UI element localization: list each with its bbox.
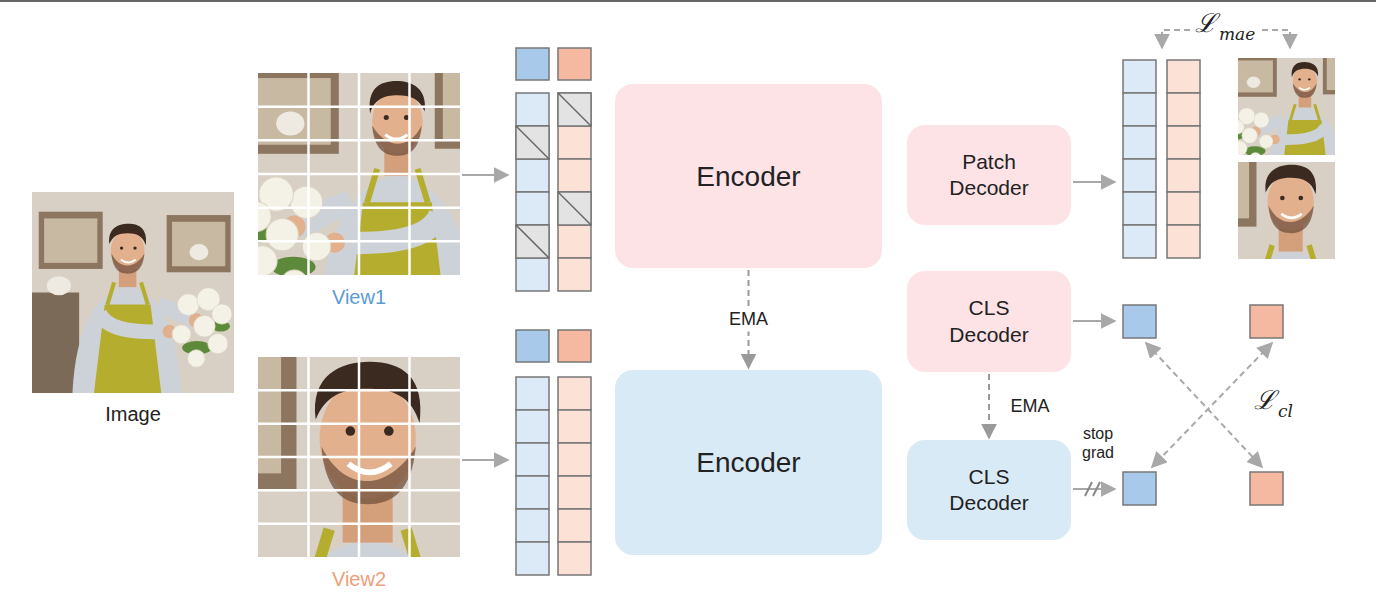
top-rule	[0, 0, 1376, 2]
process-box: Patch Decoder	[907, 125, 1071, 225]
token-column	[1123, 60, 1156, 258]
process-box: CLS Decoder	[907, 440, 1071, 540]
box-label: CLS Decoder	[934, 464, 1044, 517]
cls-embedding	[1250, 472, 1283, 505]
cls-embedding	[1250, 305, 1283, 338]
source-photo	[32, 192, 234, 394]
process-box: CLS Decoder	[907, 271, 1071, 372]
box-label: Encoder	[696, 159, 800, 194]
contrastive-link	[1146, 343, 1262, 467]
cls-token	[516, 330, 549, 362]
cls-token	[516, 48, 549, 80]
edge-label: EMA	[725, 307, 772, 332]
photo-frame: View1	[258, 73, 460, 275]
masked-token	[558, 192, 591, 225]
token-column	[1167, 60, 1200, 258]
annotation: stop grad	[1076, 424, 1120, 462]
loss-bracket	[1162, 30, 1192, 48]
cls-embedding	[1123, 305, 1156, 338]
process-box: Encoder	[615, 370, 882, 555]
output-arrow	[1073, 320, 1115, 322]
view-photo	[238, 33, 541, 336]
loss-symbol: ℒ	[1195, 8, 1217, 39]
output-arrow	[1073, 488, 1115, 490]
photo-frame: Image	[32, 192, 234, 393]
token-column	[558, 93, 591, 291]
masked-token	[516, 225, 549, 258]
patch-grid	[258, 73, 460, 275]
loss-bracket	[1262, 30, 1290, 48]
photo-caption: View1	[332, 286, 386, 309]
photo-frame: View2	[258, 357, 460, 557]
box-label: CLS Decoder	[934, 295, 1044, 348]
ema-connector	[988, 374, 990, 438]
box-label: Patch Decoder	[934, 149, 1044, 202]
loss-symbol: ℒ	[1254, 385, 1276, 416]
token-column	[516, 377, 549, 575]
cls-token	[558, 48, 591, 80]
edge-label: EMA	[1006, 394, 1053, 419]
stop-grad-mark	[1085, 482, 1100, 496]
input-arrow	[462, 459, 508, 461]
cls-embedding	[1123, 472, 1156, 505]
input-arrow	[462, 174, 508, 176]
loss-symbol: mae	[1219, 24, 1255, 44]
process-box: Encoder	[615, 84, 882, 268]
patch-grid	[258, 357, 460, 557]
token-column	[516, 93, 549, 291]
target-photo	[1159, 120, 1376, 397]
output-arrow	[1073, 181, 1115, 183]
masked-token	[516, 126, 549, 159]
view-photo	[94, 269, 671, 592]
token-column	[558, 377, 591, 575]
photo-caption: Image	[105, 403, 161, 426]
masked-token	[558, 93, 591, 126]
loss-symbol: cl	[1278, 401, 1293, 421]
box-label: Encoder	[696, 445, 800, 480]
photo-caption: View2	[332, 568, 386, 591]
cls-token	[558, 330, 591, 362]
